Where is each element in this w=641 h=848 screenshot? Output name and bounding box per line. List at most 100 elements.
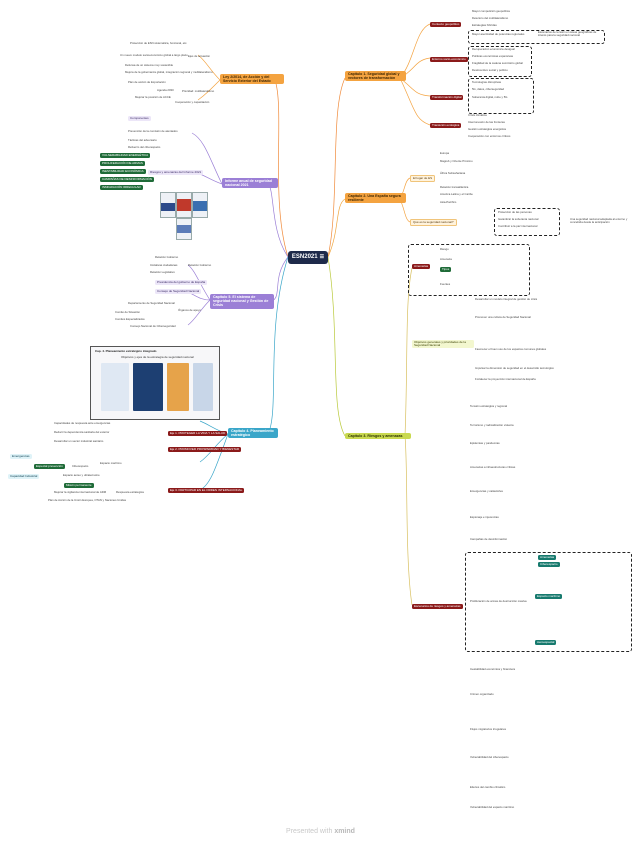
chapter-4-title: Capítulo 4. Planeamiento estratégico (231, 429, 274, 438)
cap3-leaf: Crimen organizado (470, 692, 494, 696)
cap4-leaf: Ciberespacio (72, 464, 89, 468)
informe-tag-label: PROLIFERACIÓN DE ARMAS (102, 160, 143, 165)
cap3-tag-label: Aeroespacial (537, 639, 555, 644)
ley-leaf: Protección de ESN sistemática, funcional… (130, 41, 188, 45)
cap2-leaf: Asia-Pacífico (440, 200, 457, 204)
cap1-leaf: Mayor competición geopolítica (472, 9, 510, 13)
chapter-1-topic[interactable]: Capítulo 1. Seguridad global y vectores … (345, 71, 406, 82)
cap4-tag[interactable]: Capacidad Industrial (8, 473, 40, 479)
chapter-4-topic[interactable]: Capítulo 4. Planeamiento estratégico (228, 428, 278, 439)
ley-title: Ley 2/2014, de Acción y del Servicio Ext… (223, 75, 271, 84)
cap3-tag[interactable]: Amenazas (538, 555, 557, 560)
cap1-ecologica-label: Transición ecológica (432, 122, 460, 127)
cap3-amenazas[interactable]: Amenazas (412, 263, 431, 269)
cap4-leaf: Mejorar la vigilancia internacional de A… (54, 490, 107, 494)
informe-tag-label: INESTABILIDAD ECONÓMICA (102, 168, 144, 173)
cap3-leaf: Terrorismo y radicalización violenta (470, 423, 514, 427)
cap4-leaf: Espacio marítimo (100, 461, 122, 465)
ley-leaf: Plan de acción de Exportación (128, 80, 166, 84)
informe-leaf: Refuerzo del ciberespacio (128, 145, 161, 149)
cap1-leaf: Mayor asertividad de potencias regionale… (472, 32, 525, 36)
cap4-tag[interactable]: Especial prevención (34, 464, 65, 469)
cap4-tag[interactable]: Emergencias (10, 454, 32, 459)
thumbnail-image (176, 192, 192, 218)
cap3-objetivos[interactable]: Objetivos generales y prioridades de la … (412, 340, 474, 349)
informe-leaf: Tácticas del adversario (128, 138, 157, 142)
cap3-tag[interactable]: Aeroespacial (535, 639, 557, 645)
cap5-leaf: Relación Gobierno (188, 263, 212, 267)
group-box (408, 244, 530, 296)
informe-item[interactable]: Componentes (128, 116, 151, 121)
cap4-eje3-label: Eje 3. PARTICIPAR EN EL ORDEN INTERNACIO… (170, 487, 243, 492)
informe-topic[interactable]: Informe anual de seguridad nacional 2021 (222, 178, 278, 189)
cap3-leaf: Efectos del cambio climático (470, 785, 506, 789)
informe-tag[interactable]: INMIGRACIÓN IRREGULAR (100, 185, 143, 190)
cap4-eje1[interactable]: Eje 1. PROTEGER LA VIDA Y LA SALUD (168, 431, 228, 436)
cap4-leaf: Reducir la dependencia sanitaria del ext… (54, 430, 110, 434)
cap4-leaf: Desarrollar un sector industrial sanitar… (54, 439, 104, 443)
figure-title: Cap. 4. Planeamiento estratégico integra… (95, 349, 157, 353)
cap5-leaf: Relación Legislativo (150, 270, 175, 274)
cap4-leaf: Espacio aéreo y ultraterrestre (63, 473, 100, 477)
cap3-tag-label: Ciberespacio (540, 561, 558, 566)
root-topic[interactable]: ESN2021☰ (288, 251, 328, 264)
group-box (465, 552, 632, 652)
cap3-tag[interactable]: Ciberespacio (538, 562, 560, 567)
figure-subtitle: Objetivos y ejes de la estrategia de seg… (121, 355, 194, 359)
cap3-tag[interactable]: Espacio marítimo (535, 594, 563, 599)
cap1-leaf: Soberanía digital, nube y 5G (472, 95, 508, 99)
cap5-item[interactable]: Consejo de Seguridad Nacional (155, 288, 202, 294)
cap1-entorno-label: Entorno socio-económico (432, 56, 466, 61)
cap3-escenarios[interactable]: Escenarios de riesgos y amenazas (412, 604, 463, 609)
chapter-3-topic[interactable]: Capítulo 3. Riesgos y amenazas (345, 433, 411, 440)
cap3-leaf: Amenaza (440, 257, 452, 261)
cap1-digital-label: Transformación digital (432, 94, 462, 99)
group-box (494, 208, 560, 236)
informe-tag[interactable]: CAMPAÑAS DE DESINFORMACIÓN (100, 177, 154, 182)
chapter-5-topic[interactable]: Capítulo 5. El sistema de seguridad naci… (210, 294, 274, 309)
chapter-2-title: Capítulo 2. Una España segura resiliente (348, 194, 401, 203)
cap1-leaf: Gestión estratégica energética (468, 127, 506, 131)
cap5-leaf: Iniciativas ciudadanas (150, 263, 178, 267)
chapter-2-topic[interactable]: Capítulo 2. Una España segura resiliente (345, 193, 406, 204)
cap4-tag-label: Especial prevención (36, 463, 63, 468)
cap2-leaf: África Subsahariana (440, 171, 466, 175)
cap5-leaf: Departamento de Seguridad Nacional (128, 301, 175, 305)
cap1-leaf: Cooperación con entornos críticos (468, 134, 511, 138)
informe-tag[interactable]: INESTABILIDAD ECONÓMICA (100, 169, 146, 174)
cap5-item-label: Consejo de Seguridad Nacional (157, 288, 200, 293)
informe-tag[interactable]: VULNERABILIDAD ENERGÉTICA (100, 153, 151, 158)
informe-thumbnails (160, 192, 210, 240)
cap3-amenazas-label: Amenazas (414, 263, 429, 268)
cap4-eje2[interactable]: Eje 2. PROMOVER PROSPERIDAD Y BIENESTAR (168, 447, 242, 452)
informe-tag[interactable]: PROLIFERACIÓN DE ARMAS (100, 161, 145, 166)
cap4-tag[interactable]: Misión permanente (64, 483, 94, 488)
cap4-eje3[interactable]: Eje 3. PARTICIPAR EN EL ORDEN INTERNACIO… (168, 487, 245, 493)
cap1-leaf: Tecnologías disruptivas (472, 80, 502, 84)
cap3-leaf: Promover una cultura de Seguridad Nacion… (475, 315, 531, 319)
cap2-leaf: América Latina y el Caribe (440, 192, 473, 196)
cap5-leaf: Consejo Nacional de Ciberseguridad (130, 324, 176, 328)
figure-block (133, 363, 163, 411)
cap1-contexto[interactable]: Contexto geopolítico (430, 22, 462, 27)
ley-topic[interactable]: Ley 2/2014, de Acción y del Servicio Ext… (220, 74, 284, 85)
cap3-tipos[interactable]: Tipos (440, 267, 452, 272)
cap2-lugar[interactable]: El lugar de ES (410, 175, 436, 182)
cap1-digital[interactable]: Transformación digital (430, 94, 464, 100)
informe-badge[interactable]: Riesgos y amenazas del Informe 2021 (148, 170, 204, 175)
cap3-leaf: Riesgo (440, 247, 449, 251)
cap4-tag-label: Capacidad Industrial (10, 473, 38, 478)
cap2-leaf: Contribuir a la paz internacional (498, 224, 538, 228)
cap5-item-label: Presidencia del gobierno de España (157, 279, 206, 284)
cap2-leaf: Magreb y Oriente Próximo (440, 159, 473, 163)
cap1-leaf: Estrategias híbridas (472, 23, 497, 27)
cap2-que-es[interactable]: Qué es la seguridad nacional? (410, 219, 457, 226)
cap1-entorno[interactable]: Entorno socio-económico (430, 57, 468, 62)
cap5-item[interactable]: Presidencia del gobierno de España (155, 279, 208, 285)
cap1-leaf: Políticas económicas expansivas (472, 54, 514, 58)
cap1-ecologica[interactable]: Transición ecológica (430, 122, 462, 128)
cap1-leaf: Interconexión de las fronteras (468, 120, 505, 124)
cap2-leaf: Garantizar la soberanía nacional (498, 217, 539, 221)
cap1-leaf: 5G, datos, ciberseguridad (472, 87, 505, 91)
